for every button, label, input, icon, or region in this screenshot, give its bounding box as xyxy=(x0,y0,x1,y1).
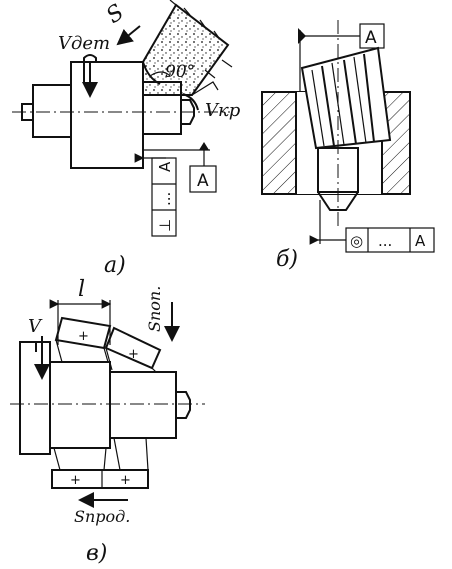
tf-datum-b: A xyxy=(415,232,426,250)
s-feed-arrow xyxy=(116,25,141,46)
panel-b: A ◎ ... A б) xyxy=(261,20,435,272)
datum-triangle xyxy=(199,142,209,150)
internal-grinding-wheel xyxy=(300,46,392,150)
spindle-tip xyxy=(317,191,359,211)
top-wheels: + + xyxy=(54,316,162,373)
wheel-mark-4: + xyxy=(120,473,131,488)
v-det-arrow-tail xyxy=(83,54,97,82)
caption-a: а) xyxy=(104,253,126,278)
left-hub xyxy=(32,84,72,138)
tf-datum: A xyxy=(156,161,174,172)
bottom-wheels: + + xyxy=(51,437,149,489)
panel-v: l V + + Sпоп. + + Sпрод. xyxy=(10,277,205,566)
angle-arc xyxy=(149,71,171,77)
left-center xyxy=(21,103,33,121)
s-pop-label: Sпоп. xyxy=(145,286,164,332)
right-section xyxy=(109,371,177,439)
angle-label: 90° xyxy=(165,62,195,82)
datum-box xyxy=(189,165,217,193)
right-center-v xyxy=(176,391,191,419)
tf-value: ... xyxy=(156,192,174,206)
wheel-mark-1: + xyxy=(78,329,89,344)
left-collar xyxy=(19,341,51,455)
tf-value-b: ... xyxy=(378,232,392,250)
tolerance-frame-concentricity: ◎ ... A xyxy=(345,227,435,253)
s-feed-label: S xyxy=(102,0,129,29)
datum-letter-b: A xyxy=(365,28,377,48)
caption-v: в) xyxy=(86,541,107,566)
right-center xyxy=(181,99,195,125)
datum-triangle-b xyxy=(298,28,306,44)
tolerance-frame-perpendicularity: A ... ⊥ xyxy=(151,157,177,237)
tf-symbol-b: ◎ xyxy=(350,232,363,250)
v-det-label: Vдет xyxy=(58,33,110,54)
caption-b: б) xyxy=(276,247,298,272)
l-label: l xyxy=(78,277,85,302)
datum-box-b xyxy=(359,23,385,49)
grinding-section xyxy=(49,361,111,449)
v-label: V xyxy=(28,316,43,337)
wheel-mark-2: + xyxy=(128,347,139,362)
v-kr-arrow xyxy=(182,93,199,111)
datum-letter-a: A xyxy=(197,171,209,191)
workpiece xyxy=(70,61,144,169)
v-kr-label: Vкр xyxy=(205,100,241,121)
wheel-mark-3: + xyxy=(70,473,81,488)
s-prod-label: Sпрод. xyxy=(74,507,130,526)
panel-a: 90° S Vдет Vкр A A ... ⊥ а) xyxy=(12,0,241,278)
tf-symbol: ⊥ xyxy=(156,219,174,232)
